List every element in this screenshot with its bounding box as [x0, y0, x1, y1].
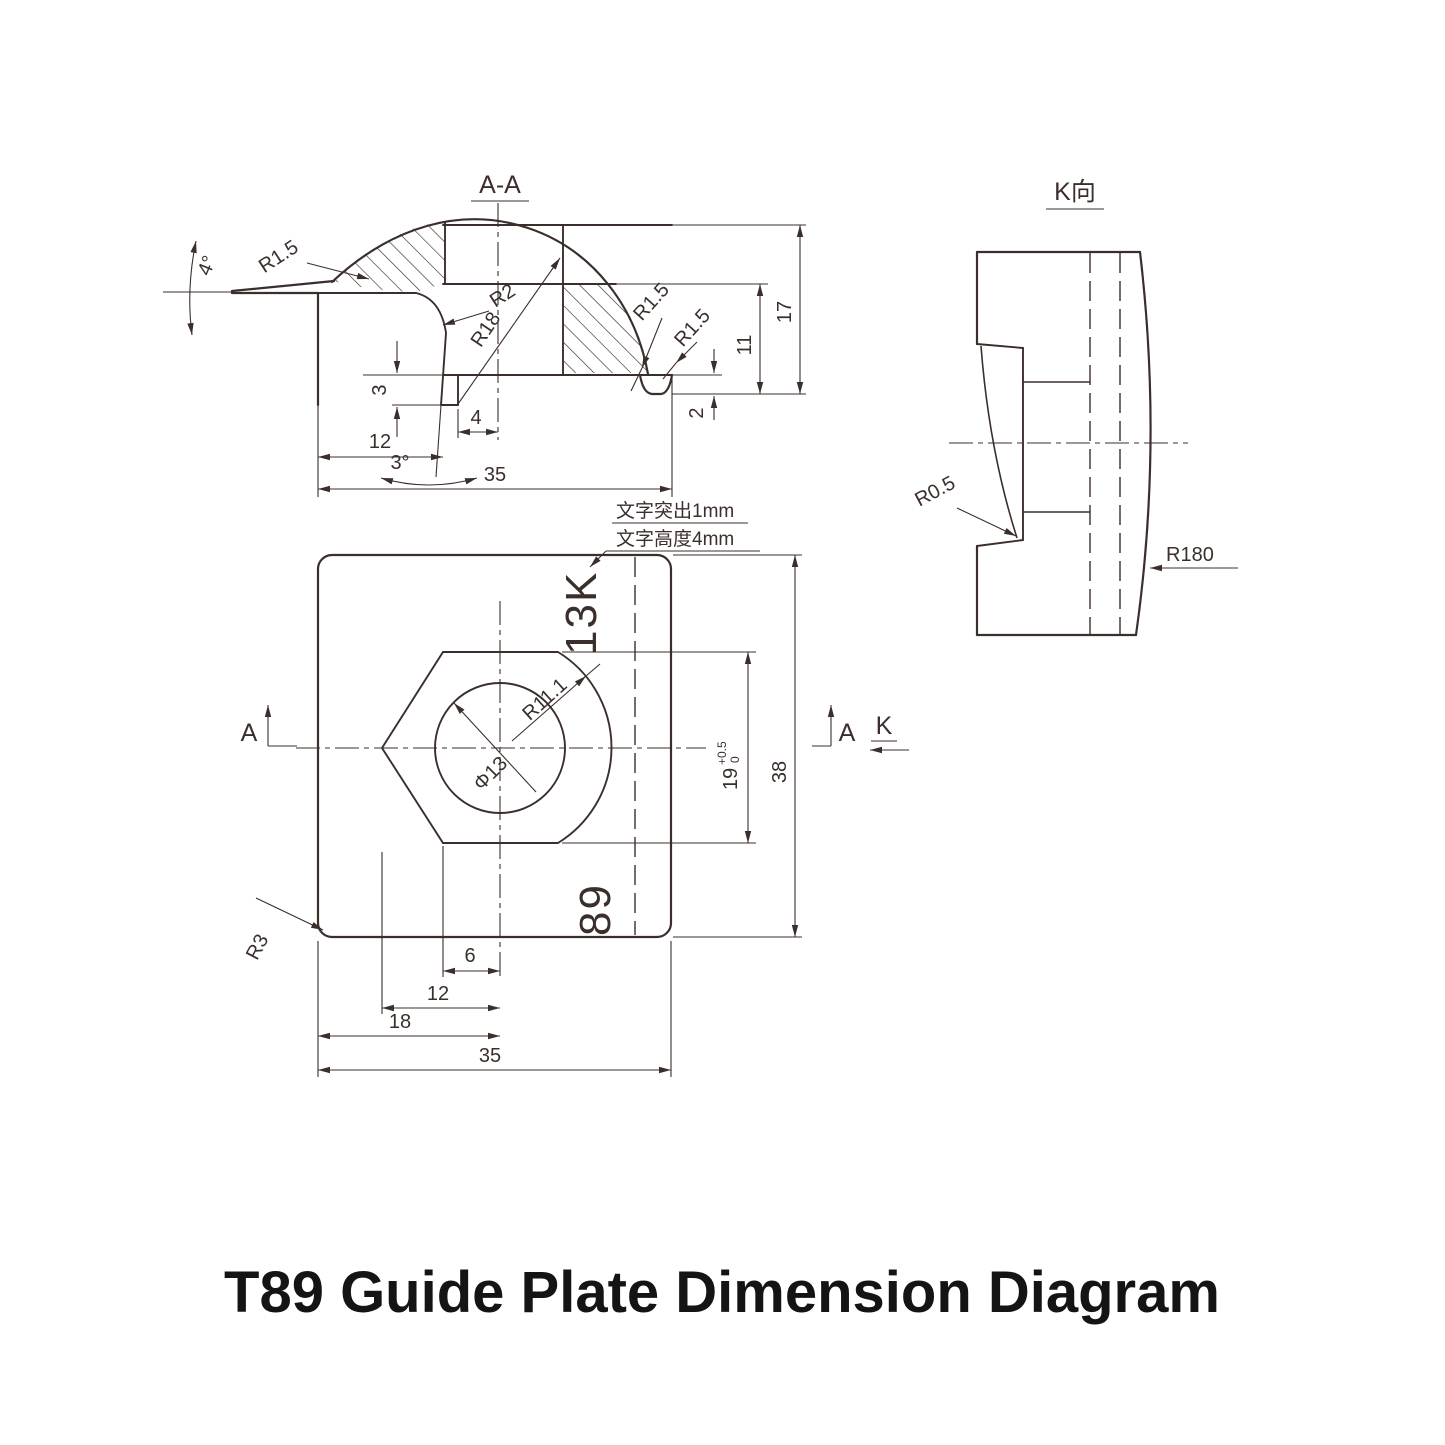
section-view: 3 4 12 3° 35 11 17 2 4° R1.5 R2 R18: [163, 171, 806, 497]
page-title: T89 Guide Plate Dimension Diagram: [224, 1260, 1220, 1325]
note-line2: 文字高度4mm: [616, 528, 734, 550]
dim-12: 12: [369, 431, 391, 453]
section-dimensions: 3 4 12 3° 35 11 17 2 4° R1.5 R2 R18: [187, 225, 804, 493]
marker-k: K: [876, 712, 893, 740]
dim-35: 35: [484, 464, 506, 486]
note-line1: 文字突出1mm: [616, 500, 734, 522]
dim-angle3: 3°: [390, 452, 409, 474]
dim-angle4: 4°: [194, 253, 222, 279]
dim-18: 18: [389, 1011, 411, 1033]
plan-vertical-dims: 19 +0.5 0 38: [562, 554, 802, 938]
section-hatch-left: [333, 222, 445, 292]
k-view-outline: [949, 250, 1188, 637]
dim-11: 11: [734, 335, 756, 356]
dim-19: 19: [720, 768, 742, 790]
k-view: K向 R0.5 R180: [911, 178, 1238, 637]
marker-a-left: A: [241, 719, 258, 747]
section-hatch-right: [563, 285, 647, 373]
emboss-note: 文字突出1mm 文字高度4mm: [589, 500, 760, 568]
section-outline: [230, 218, 674, 407]
dim-r15-right-lower: R1.5: [670, 305, 715, 351]
emboss-text-top: 13K: [557, 571, 606, 655]
dim-r05: R0.5: [911, 472, 959, 511]
section-label: A-A: [479, 171, 521, 199]
plan-view: 13K 89 文字突出1mm 文字高度4mm R11.1 Φ13 19 +0.5…: [241, 500, 909, 1077]
dim-r15-left: R1.5: [255, 236, 302, 277]
hex-recess: [380, 651, 613, 844]
dim-19-tol-lower: 0: [728, 756, 742, 763]
dim-6: 6: [464, 945, 475, 967]
dim-r15-right-upper: R1.5: [629, 279, 674, 325]
plate-outline: [316, 553, 673, 939]
dim-4: 4: [470, 407, 481, 429]
emboss-text-bottom: 89: [571, 883, 620, 936]
view-markers: A A K: [241, 705, 909, 754]
section-extension-lines: [163, 203, 806, 497]
dim-17: 17: [774, 301, 796, 323]
dim-r180: R180: [1166, 544, 1214, 566]
dim-12-plan: 12: [427, 983, 449, 1005]
dim-19-tol-upper: +0.5: [715, 741, 729, 765]
dim-2: 2: [686, 407, 708, 418]
k-view-label: K向: [1054, 178, 1096, 206]
plan-bottom-dims: 6 12 18 35: [317, 846, 672, 1077]
dim-38: 38: [769, 761, 791, 783]
dim-3: 3: [369, 384, 391, 395]
dim-r3: R3: [242, 931, 273, 964]
marker-a-right: A: [839, 719, 856, 747]
dim-r11: R11.1: [518, 674, 571, 725]
dim-35-plan: 35: [479, 1045, 501, 1067]
